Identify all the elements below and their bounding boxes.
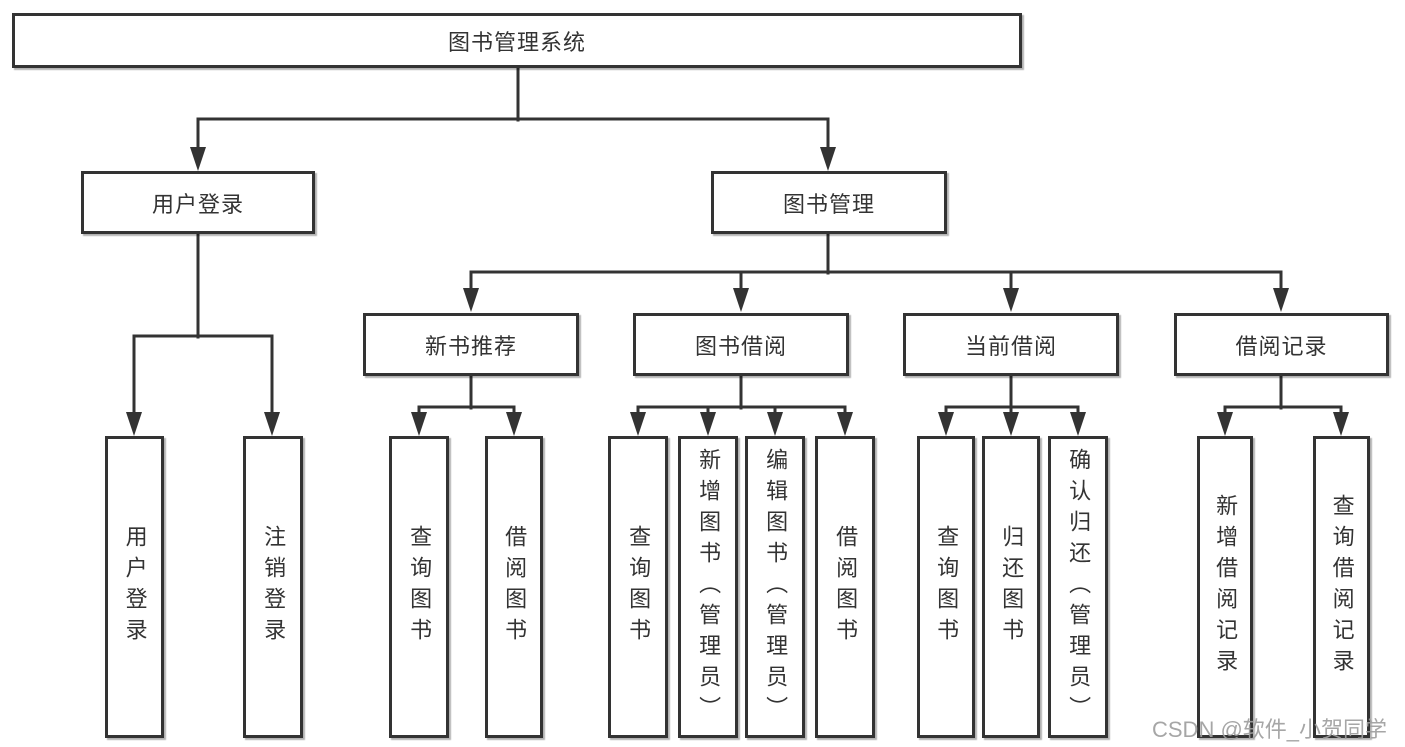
node-rec-borrow-books-label: 借阅图书 (502, 525, 528, 649)
node-new-book-recommend-label: 新书推荐 (424, 333, 517, 359)
node-login-action-label: 用户登录 (122, 525, 148, 649)
node-records-add-record: 新增借阅记录 (1197, 436, 1253, 738)
node-book-management: 图书管理 (711, 171, 947, 234)
node-new-book-recommend: 新书推荐 (363, 313, 579, 376)
node-current-return-books: 归还图书 (982, 436, 1040, 738)
node-borrowing-records-label: 借阅记录 (1235, 333, 1328, 359)
node-logout-action-label: 注销登录 (261, 525, 287, 649)
node-book-management-label: 图书管理 (782, 191, 875, 217)
node-borrow-edit-books-admin-label: 编辑图书（管理员） (763, 447, 789, 727)
node-book-borrowing-label: 图书借阅 (694, 333, 787, 359)
node-book-borrowing: 图书借阅 (633, 313, 849, 376)
node-borrow-query-books: 查询图书 (608, 436, 668, 738)
node-rec-query-books-label: 查询图书 (407, 525, 433, 649)
node-records-add-record-label: 新增借阅记录 (1213, 494, 1239, 680)
node-current-return-books-label: 归还图书 (999, 525, 1025, 649)
node-records-query-record: 查询借阅记录 (1313, 436, 1370, 738)
tree-edges (132, 66, 1343, 416)
node-rec-borrow-books: 借阅图书 (485, 436, 543, 738)
node-current-query-books-label: 查询图书 (934, 525, 960, 649)
csdn-watermark: CSDN @软件_小贺同学 (1152, 717, 1388, 742)
node-current-borrowing: 当前借阅 (903, 313, 1119, 376)
node-current-query-books: 查询图书 (917, 436, 975, 738)
node-borrow-add-books-admin-label: 新增图书（管理员） (696, 447, 722, 727)
node-rec-query-books: 查询图书 (389, 436, 449, 738)
node-records-query-record-label: 查询借阅记录 (1329, 494, 1355, 680)
node-borrow-query-books-label: 查询图书 (626, 525, 652, 649)
node-library-system: 图书管理系统 (12, 13, 1022, 68)
arrowheads (126, 147, 1349, 436)
node-borrow-borrow-books: 借阅图书 (815, 436, 875, 738)
node-borrow-borrow-books-label: 借阅图书 (833, 525, 859, 649)
node-current-confirm-return-admin-label: 确认归还（管理员） (1066, 447, 1092, 727)
node-logout-action: 注销登录 (243, 436, 303, 738)
node-login-action: 用户登录 (105, 436, 164, 738)
node-borrow-edit-books-admin: 编辑图书（管理员） (745, 436, 805, 738)
node-library-system-label: 图书管理系统 (447, 29, 586, 55)
node-current-confirm-return-admin: 确认归还（管理员） (1048, 436, 1108, 738)
node-borrowing-records: 借阅记录 (1174, 313, 1389, 376)
node-borrow-add-books-admin: 新增图书（管理员） (678, 436, 738, 738)
node-current-borrowing-label: 当前借阅 (964, 333, 1057, 359)
node-user-login-label: 用户登录 (151, 191, 244, 217)
node-user-login: 用户登录 (81, 171, 315, 234)
